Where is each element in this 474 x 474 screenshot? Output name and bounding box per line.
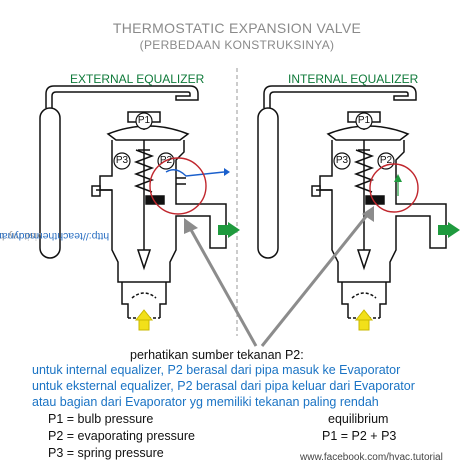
note-internal: untuk internal equalizer, P2 berasal dar… [32,363,401,377]
ext-p3-circle [113,152,131,170]
pointer-arrow-external [188,227,258,347]
int-inlet-arrow [354,309,374,321]
legend-p3: P3 = spring pressure [48,446,164,460]
blog-link[interactable]: http://teachthermodynamics.blogspot.com [0,230,110,242]
ext-p3-label: P3 [115,155,129,166]
diagram-title: THERMOSTATIC EXPANSION VALVE [112,20,362,36]
legend-p1: P1 = bulb pressure [48,412,154,426]
legend-p2: P2 = evaporating pressure [48,429,195,443]
int-p3-circle [333,152,351,170]
facebook-link[interactable]: www.facebook.com/hvac.tutorial [300,452,443,463]
external-valve [39,85,227,319]
equilibrium-label: equilibrium [328,412,389,426]
note-external: untuk eksternal equalizer, P2 berasal da… [32,379,415,393]
internal-equalizer-label: INTERNAL EQUALIZER [288,72,419,86]
int-p1-circle [355,112,373,130]
note-external-cont: atau bagian dari Evaporator yg memiliki … [32,395,379,409]
note-heading: perhatikan sumber tekanan P2: [130,348,304,362]
ext-sensing-bulb [39,107,61,259]
int-needle [356,249,372,271]
internal-valve [257,85,447,319]
int-p1-label: P1 [357,115,371,126]
int-outlet-arrow [448,222,460,238]
int-p2-label: P2 [379,155,393,166]
ext-highlight-circle [149,157,207,215]
ext-p1-label: P1 [137,115,151,126]
pointer-arrow-internal [260,213,370,347]
ext-outlet-arrow [228,222,240,238]
ext-inlet-arrow [134,309,154,321]
ext-needle [136,249,152,271]
blog-side-text: visit my blog: http://teachthermodynamic… [0,6,109,466]
int-sensing-bulb [257,107,279,259]
ext-equalizer-line [165,169,225,177]
int-highlight-circle [369,163,419,213]
ext-p2-label: P2 [159,155,173,166]
diagram-subtitle: (PERBEDAAN KONSTRUKSINYA) [139,38,335,52]
ext-p1-circle [135,112,153,130]
int-diaphragm-head [326,125,410,141]
int-p3-label: P3 [335,155,349,166]
external-equalizer-label: EXTERNAL EQUALIZER [70,72,205,86]
ext-diaphragm-head [106,125,190,141]
ext-capillary-tube [45,85,199,108]
equilibrium-equation: P1 = P2 + P3 [322,429,397,443]
int-capillary-tube [263,85,417,108]
